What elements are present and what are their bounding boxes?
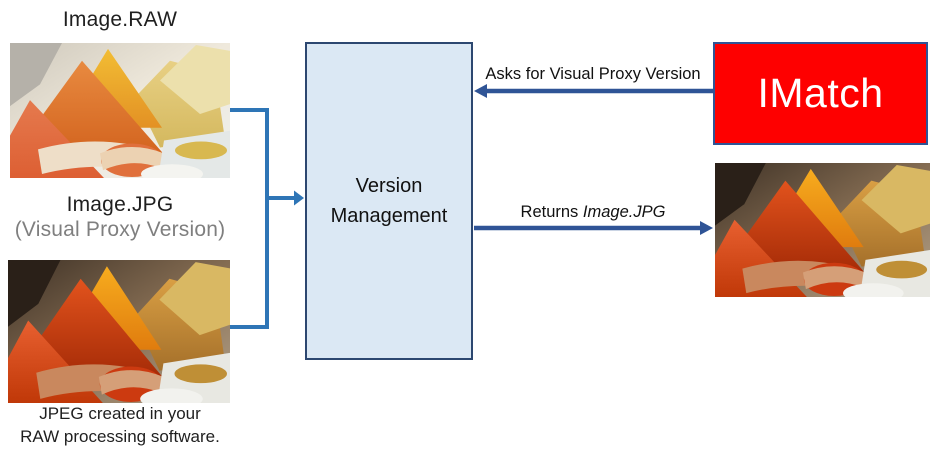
returns-arrow-label: Returns Image.JPG [473,203,713,222]
returns-label-filename: Image.JPG [582,203,666,221]
returns-label-prefix: Returns [520,203,579,221]
jpg-image-title: Image.JPG [66,193,174,216]
caption-line-2: RAW processing software. [20,427,220,446]
asks-arrowhead [474,84,487,98]
version-box-line-2: Management [330,205,448,227]
raw-image-title: Image.RAW [62,8,178,31]
version-management-box: Version Management [305,42,473,360]
imatch-box: IMatch [713,42,928,145]
jpg-image-subtitle: (Visual Proxy Version) [14,218,226,241]
returns-arrowhead [700,221,713,235]
imatch-label: IMatch [757,70,884,116]
jpg-spice-photo [8,260,230,403]
jpg-photo-caption: JPEG created in your RAW processing soft… [0,402,240,448]
asks-arrow-label: Asks for Visual Proxy Version [485,65,701,83]
returned-jpg-spice-photo [715,163,930,297]
raw-spice-photo [10,43,230,178]
version-box-line-1: Version [355,175,423,197]
caption-line-1: JPEG created in your [39,404,201,423]
bracket-to-version-arrowhead [294,190,304,206]
